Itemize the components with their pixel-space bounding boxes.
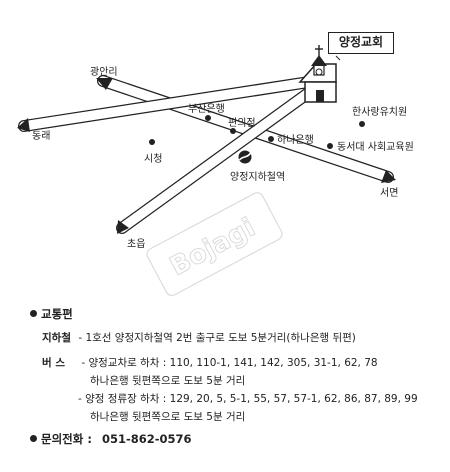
bullet-icon xyxy=(30,435,37,442)
road-choeup-church xyxy=(116,80,324,234)
road-label-seomyeon: 서면 xyxy=(380,187,398,199)
dongseo-marker xyxy=(327,143,333,149)
hansarang-marker xyxy=(359,121,365,127)
subway-label: 지하철 xyxy=(42,332,71,344)
road-label-gwangan: 광안리 xyxy=(90,66,118,78)
contact-label: 문의전화 : xyxy=(41,432,92,446)
directions-heading-text: 교통편 xyxy=(41,307,73,321)
watermark-text: Bojagi xyxy=(165,213,260,283)
landmark-dongseo: 동서대 사회교육원 xyxy=(337,141,414,153)
location-map: Bojagi 광안리 동래 초읍 서면 부산은행 편의점 하나은행 xyxy=(17,45,414,297)
landmark-busan-bank: 부산은행 xyxy=(188,103,225,115)
road-gwangan-seomyeon xyxy=(97,75,394,183)
contact-heading: 문의전화 : 051-862-0576 xyxy=(30,431,192,447)
bus-line-2-sub: 하나은행 뒷편쪽으로 도보 5분 거리 xyxy=(90,411,246,423)
city-hall-marker xyxy=(149,139,155,145)
bus-line-2: - 양정 정류장 하차 : 129, 20, 5, 5-1, 55, 57, 5… xyxy=(78,393,418,405)
subway-row: 지하철 - 1호선 양정지하철역 2번 출구로 도보 5분거리(하나은행 뒤편) xyxy=(42,330,356,345)
road-label-dongrae: 동래 xyxy=(32,130,50,142)
landmark-hana-bank: 하나은행 xyxy=(277,133,314,146)
road-label-choeup: 초읍 xyxy=(127,238,145,250)
convenience-marker xyxy=(230,128,236,134)
bus-line-1: - 양정교차로 하차 : 110, 110-1, 141, 142, 305, … xyxy=(81,357,378,369)
bus-row-2: - 양정 정류장 하차 : 129, 20, 5, 5-1, 55, 57, 5… xyxy=(78,391,418,406)
landmark-hansarang: 한사랑유치원 xyxy=(352,106,407,118)
subway-icon xyxy=(238,150,252,164)
contact-phone: 051-862-0576 xyxy=(101,432,192,446)
busan-bank-marker xyxy=(205,115,211,121)
bus-row-1: 버 스 - 양정교차로 하차 : 110, 110-1, 141, 142, 3… xyxy=(42,355,378,370)
bus-row-2-sub: 하나은행 뒷편쪽으로 도보 5분 거리 xyxy=(90,409,245,424)
arrow-seomyeon xyxy=(381,170,396,183)
watermark: Bojagi xyxy=(146,192,283,297)
bus-line-1-sub: 하나은행 뒷편쪽으로 도보 5분 거리 xyxy=(90,375,246,387)
bus-label: 버 스 xyxy=(42,357,65,369)
subway-text: - 1호선 양정지하철역 2번 출구로 도보 5분거리(하나은행 뒤편) xyxy=(78,332,356,344)
church-icon xyxy=(298,45,341,103)
arrow-gwangan xyxy=(96,78,113,90)
hana-bank-marker xyxy=(268,136,274,142)
church-name-label: 양정교회 xyxy=(328,32,394,54)
landmark-city-hall: 시청 xyxy=(144,153,162,165)
bullet-icon xyxy=(30,310,37,317)
landmark-convenience: 편의점 xyxy=(228,117,256,129)
arrow-dongrae xyxy=(17,118,30,132)
bus-row-1-sub: 하나은행 뒷편쪽으로 도보 5분 거리 xyxy=(90,373,245,388)
arrow-choeup xyxy=(117,220,129,234)
landmark-subway-station: 양정지하철역 xyxy=(230,170,285,183)
road-dongrae-church xyxy=(18,74,328,132)
directions-heading: 교통편 xyxy=(30,306,73,322)
